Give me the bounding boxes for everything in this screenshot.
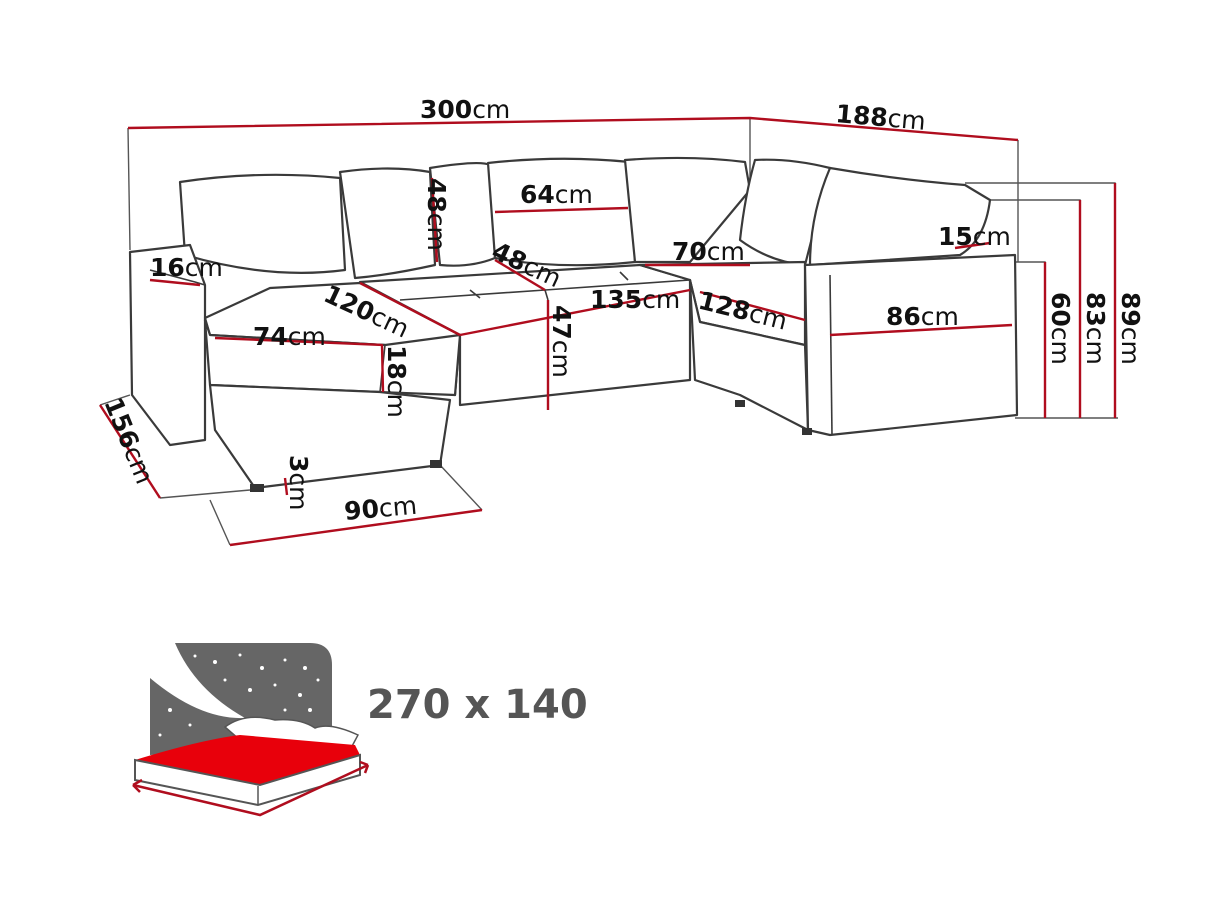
chaise-foot (250, 484, 264, 492)
dimension-lines (98, 116, 1117, 547)
sofa-drawing (128, 156, 1019, 492)
dim-right-depth: 188cm (834, 99, 926, 136)
left-armrest (128, 243, 207, 447)
dim-arm-height: 15cm (938, 222, 1011, 251)
dim-chaise-front-width: 90cm (343, 491, 418, 526)
back-cushion (808, 166, 992, 267)
dim-chaise-width: 74cm (253, 322, 326, 351)
dim-back-height: 83cm (1081, 292, 1110, 365)
dim-chaise-cushion-height: 18cm (382, 345, 411, 418)
bed-icon (132, 643, 370, 817)
back-cushion (738, 158, 832, 267)
dim-cushion-height: 48cm (422, 178, 451, 251)
dim-arm-total-height: 60cm (1046, 292, 1075, 365)
dim-left-arm-width: 16cm (150, 253, 223, 282)
dim-corner-width: 70cm (672, 237, 745, 266)
dim-total-width: 300cm (420, 95, 510, 124)
dim-leg-height: 3cm (284, 455, 313, 511)
dim-right-arm-depth: 86cm (886, 302, 959, 331)
bed-size-label: 270 x 140 (367, 682, 588, 728)
back-cushion (338, 167, 437, 280)
dim-seat-height: 47cm (547, 305, 576, 378)
right-armrest (803, 253, 1019, 437)
dim-cushion-width: 64cm (520, 180, 593, 209)
chaise-base (208, 383, 452, 490)
chaise-foot (430, 460, 442, 468)
dim-middle-width: 135cm (590, 285, 680, 314)
dim-total-height: 89cm (1116, 292, 1145, 365)
back-cushion (623, 156, 752, 264)
back-cushion (178, 173, 347, 274)
